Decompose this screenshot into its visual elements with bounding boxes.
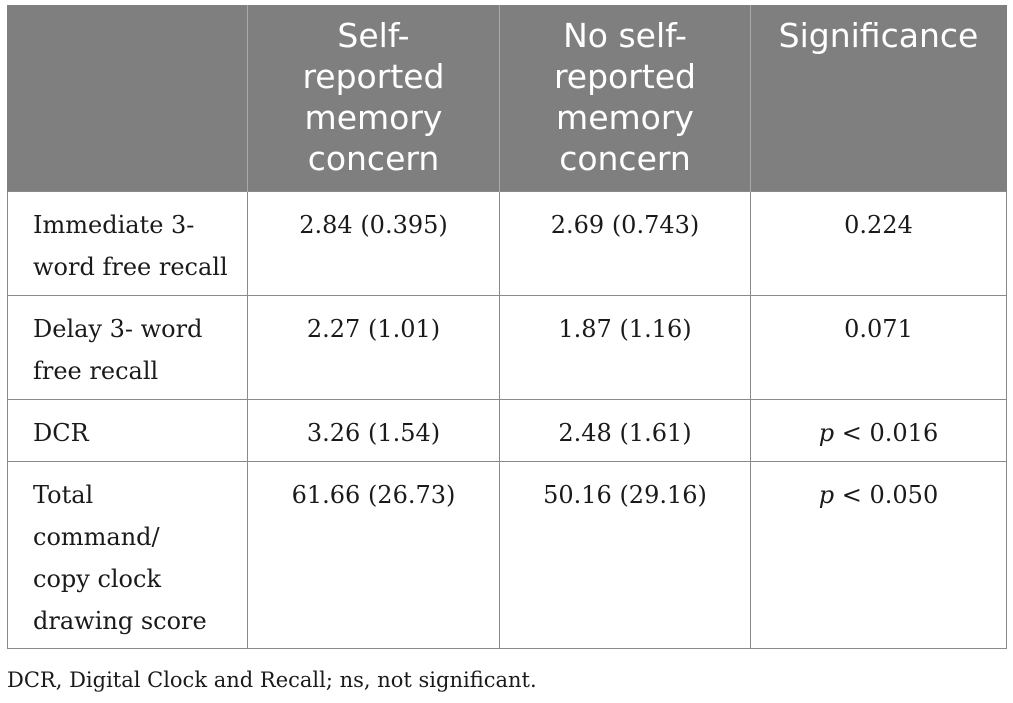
significance-value: < 0.016	[834, 419, 939, 447]
table-row: Immediate 3-word free recall 2.84 (0.395…	[7, 191, 1007, 296]
cell-significance: p < 0.050	[750, 461, 1007, 649]
cell-significance: 0.224	[750, 191, 1007, 296]
table-footnote: DCR, Digital Clock and Recall; ns, not s…	[7, 668, 537, 692]
row-label: Immediate 3-word free recall	[7, 191, 248, 296]
p-symbol: p	[818, 419, 835, 447]
cell-no-self-reported: 2.69 (0.743)	[499, 191, 751, 296]
cell-no-self-reported: 1.87 (1.16)	[499, 295, 751, 400]
cell-self-reported: 2.27 (1.01)	[247, 295, 500, 400]
cell-no-self-reported: 50.16 (29.16)	[499, 461, 751, 649]
header-empty	[7, 5, 248, 192]
cell-self-reported: 61.66 (26.73)	[247, 461, 500, 649]
cell-significance: p < 0.016	[750, 399, 1007, 462]
significance-value: < 0.050	[834, 481, 939, 509]
cell-no-self-reported: 2.48 (1.61)	[499, 399, 751, 462]
row-label: DCR	[7, 399, 248, 462]
header-significance: Significance	[750, 5, 1007, 192]
cell-self-reported: 3.26 (1.54)	[247, 399, 500, 462]
table-row: DCR 3.26 (1.54) 2.48 (1.61) p < 0.016	[7, 399, 1007, 462]
p-symbol: p	[818, 481, 835, 509]
cell-significance: 0.071	[750, 295, 1007, 400]
cell-self-reported: 2.84 (0.395)	[247, 191, 500, 296]
